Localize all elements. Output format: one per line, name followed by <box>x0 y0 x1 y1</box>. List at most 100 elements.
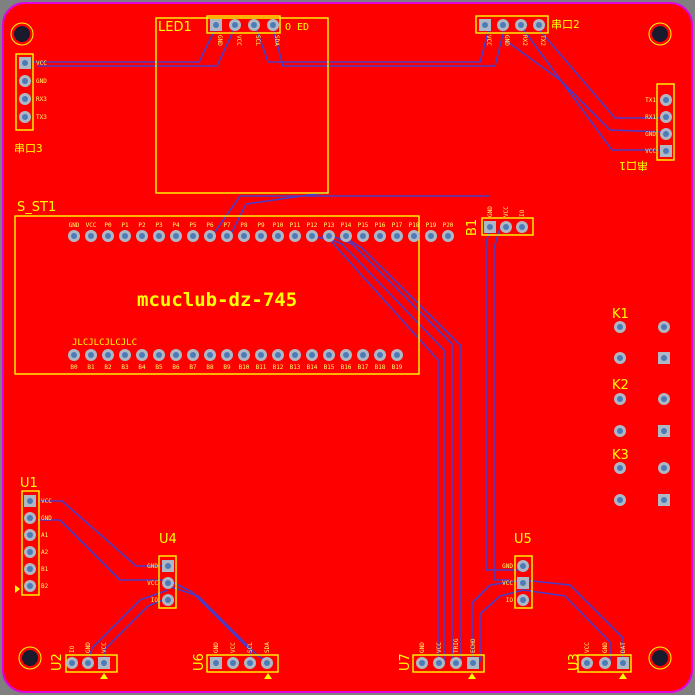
mcu_bottom-pin-label: B16 <box>341 364 352 371</box>
u4-pin-label: GND <box>147 563 158 570</box>
u5-outline <box>514 555 533 609</box>
u4-pad <box>162 577 174 589</box>
led1-pad <box>210 19 222 31</box>
uart3-pad <box>19 75 31 87</box>
uart3-pin-label: VCC <box>36 60 47 67</box>
mcu_bottom-pad <box>238 349 250 361</box>
pin1-markers <box>15 585 627 679</box>
mcu_bottom-pad <box>272 349 284 361</box>
uart2-pin-label: GND <box>503 35 510 46</box>
u7-outline <box>412 654 485 673</box>
uart1-outline <box>656 83 675 161</box>
u6-pad <box>227 657 239 669</box>
led1-pin-label: GND <box>216 35 223 46</box>
u2-pin-label: IO <box>69 645 76 653</box>
mcu_top-pin-label: P4 <box>172 222 180 229</box>
mcu_top-pin-label: P16 <box>375 222 386 229</box>
mcu_bottom-pin-label: B13 <box>290 364 301 371</box>
mcu_top-pad <box>68 230 80 242</box>
mcu_top-pin-label: P9 <box>257 222 265 229</box>
u6-pin-label: SCL <box>247 642 254 653</box>
u1-pad <box>24 495 36 507</box>
mcu_top-pin-label: P17 <box>392 222 403 229</box>
mcu_bottom-pin-label: B7 <box>189 364 197 371</box>
u7-pin-label: TRIG <box>453 638 460 653</box>
u2-pad <box>82 657 94 669</box>
u6-pad <box>210 657 222 669</box>
mcu_top-pin-label: P11 <box>290 222 301 229</box>
u1-pin-label: GND <box>41 515 52 522</box>
u7-pad <box>450 657 462 669</box>
b1-pad <box>516 221 528 233</box>
u6-designator: U6 <box>192 653 207 671</box>
mcu_bottom-pad <box>68 349 80 361</box>
led1-pin-label: VCC <box>235 35 242 46</box>
u1-designator: U1 <box>20 476 38 491</box>
mcu_top-pin-label: P5 <box>189 222 197 229</box>
mcu_bottom-pad <box>119 349 131 361</box>
u1-pin-label: VCC <box>41 498 52 505</box>
k2-switch[interactable] <box>614 393 670 437</box>
mcu_top-pin-label: P0 <box>104 222 112 229</box>
uart2-pad <box>497 19 509 31</box>
u1-pin-label: A2 <box>41 549 49 556</box>
u2-designator: U2 <box>50 653 65 671</box>
k1-designator: K1 <box>612 307 629 322</box>
pin-labels-layer: VCCGNDRX3TX3TX1RX1GNDVCCVCCGNDA1A2B1B2GN… <box>36 35 656 653</box>
uart1-pad <box>660 111 672 123</box>
u4-pad <box>162 560 174 572</box>
mcu_bottom-pin-label: B9 <box>223 364 231 371</box>
u3-pin-label: GND <box>602 642 609 653</box>
u3-pin-label: DAT <box>620 642 627 653</box>
mcu_top-pad <box>204 230 216 242</box>
mcu_top-pin-label: P2 <box>138 222 146 229</box>
mcu_top-pin-label: P20 <box>443 222 454 229</box>
mcu_bottom-pad <box>187 349 199 361</box>
mcu_top-pin-label: P12 <box>307 222 318 229</box>
mcu_bottom-pin-label: B4 <box>138 364 146 371</box>
mcu_bottom-pad <box>306 349 318 361</box>
k1-switch[interactable] <box>614 321 670 364</box>
uart3-outline <box>15 53 34 131</box>
uart3-pin-label: RX3 <box>36 96 47 103</box>
pcb-note: JLCJLCJLCJLC <box>72 338 137 348</box>
mcu_top-pad <box>391 230 403 242</box>
u7-pin-label: GND <box>419 642 426 653</box>
led1-header-outline <box>206 15 281 34</box>
b1-pin-label: IO <box>519 209 526 217</box>
mcu_bottom-pin-label: B12 <box>273 364 284 371</box>
led1-pad <box>267 19 279 31</box>
u1-pad <box>24 546 36 558</box>
u5-pin-label: VCC <box>502 580 513 587</box>
led1-pad <box>229 19 241 31</box>
u1-pin-label: A1 <box>41 532 49 539</box>
mcu_bottom-pad <box>289 349 301 361</box>
u3-designator: U3 <box>567 653 582 671</box>
mcu_top-pin-label: P13 <box>324 222 335 229</box>
uart1-pad <box>660 128 672 140</box>
u2-outline <box>65 654 118 673</box>
mounting-holes <box>10 22 672 670</box>
mcu_bottom-pad <box>340 349 352 361</box>
u6-pin-label: VCC <box>230 642 237 653</box>
s-st1-designator: S_ST1 <box>17 200 56 215</box>
b1-pad <box>500 221 512 233</box>
u5-pin-label: IO <box>506 597 514 604</box>
mcu_top-pad <box>221 230 233 242</box>
mcu_bottom-pin-label: B6 <box>172 364 180 371</box>
k2-designator: K2 <box>612 378 629 393</box>
led1-note: O ED <box>285 22 309 33</box>
board-title: mcuclub-dz-745 <box>137 289 297 311</box>
k3-switch[interactable] <box>614 462 670 506</box>
mcu_top-pad <box>323 230 335 242</box>
mcu-outline <box>14 215 420 375</box>
u5-pad <box>517 594 529 606</box>
u4-pin-label: IO <box>151 597 159 604</box>
u5-pad <box>517 577 529 589</box>
mcu_top-pad <box>153 230 165 242</box>
mcu_top-pad <box>340 230 352 242</box>
mcu_top-pin-label: VCC <box>86 222 97 229</box>
mcu_top-pad <box>255 230 267 242</box>
b1-pin-label: VCC <box>503 206 510 217</box>
uart2-pad <box>533 19 545 31</box>
